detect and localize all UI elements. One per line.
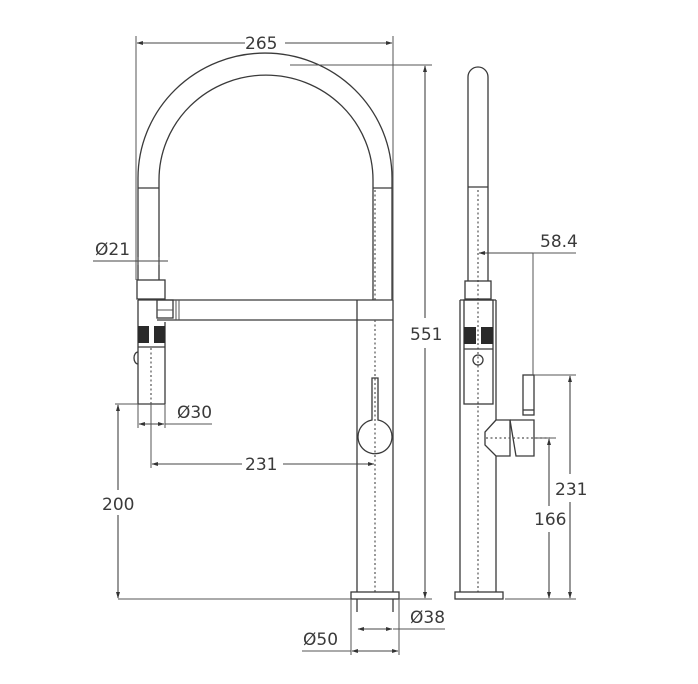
base-plate [350,591,400,600]
spray-head [133,300,166,405]
lever-handle [357,377,393,455]
dim-overall-height: 551 [410,325,442,345]
dim-spout-reach: 231 [245,455,277,475]
hose-collar [136,279,166,300]
side-view: 58.4 231 166 [454,66,587,600]
dim-spray-head-height: 200 [102,495,134,515]
button-icon [472,354,484,366]
front-view: 265 551 Ø21 Ø30 231 200 Ø38 [93,34,445,655]
gooseneck-outer [137,52,393,300]
button-icon [133,351,139,365]
tap-body [350,300,400,612]
gooseneck-inner [158,74,374,300]
dim-base-diameter: Ø50 [303,630,338,650]
lever-handle-side [484,374,550,592]
dim-handle-pivot-height: 166 [534,510,566,530]
dim-handle-top-height: 231 [555,480,587,500]
dim-body-diameter: Ø38 [410,608,445,628]
dim-spray-head-diameter: Ø30 [177,403,212,423]
dim-hose-diameter: Ø21 [95,240,130,260]
dim-handle-offset: 58.4 [540,232,578,252]
dim-overall-width: 265 [245,34,277,54]
